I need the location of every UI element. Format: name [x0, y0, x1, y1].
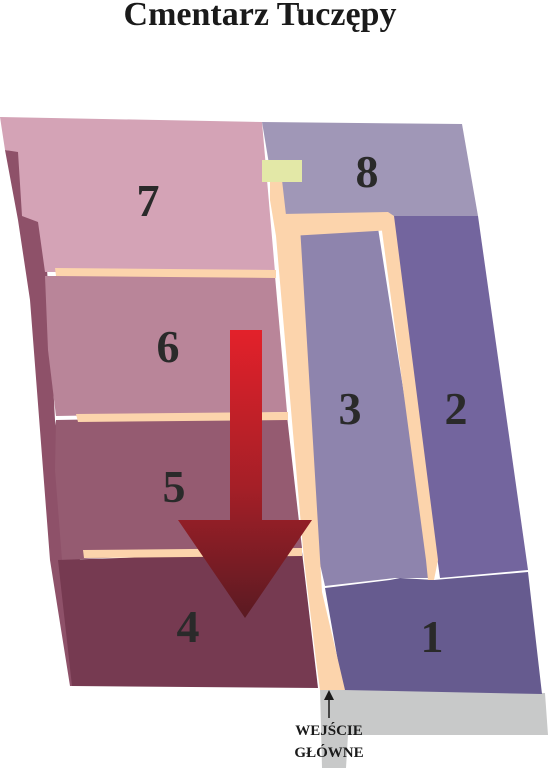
right-path: [380, 216, 438, 580]
section-2-area[interactable]: [392, 216, 528, 578]
section-5-label: 5: [163, 461, 186, 512]
entrance-label-line2: GŁÓWNE: [294, 744, 363, 761]
section-1-area[interactable]: [325, 572, 542, 694]
entrance-label-line1: WEJŚCIE: [295, 722, 363, 739]
section-1-label: 1: [421, 611, 444, 662]
section-3-area[interactable]: [290, 228, 432, 586]
section-8-area[interactable]: [262, 122, 478, 218]
section-4-label: 4: [177, 601, 200, 652]
map-title: Cmentarz Tuczępy: [123, 0, 397, 33]
section-6-label: 6: [157, 321, 180, 372]
entrance-road: [320, 688, 548, 768]
section-7-area[interactable]: [0, 117, 275, 272]
entrance-arrow-icon: [324, 690, 334, 700]
section-2-label: 2: [445, 383, 468, 434]
section-6-area[interactable]: [45, 276, 287, 416]
left-border-strip: [5, 150, 80, 686]
path-7-6: [55, 268, 276, 278]
main-path: [270, 180, 345, 690]
entrance-marker: WEJŚCIE GŁÓWNE: [294, 690, 364, 761]
section-3-label: 3: [339, 383, 362, 434]
section-7-label: 7: [137, 175, 160, 226]
direction-arrow: [178, 330, 312, 618]
chapel-building: [262, 160, 302, 182]
section-8-label: 8: [356, 146, 379, 197]
upper-cross-path: [282, 212, 394, 236]
